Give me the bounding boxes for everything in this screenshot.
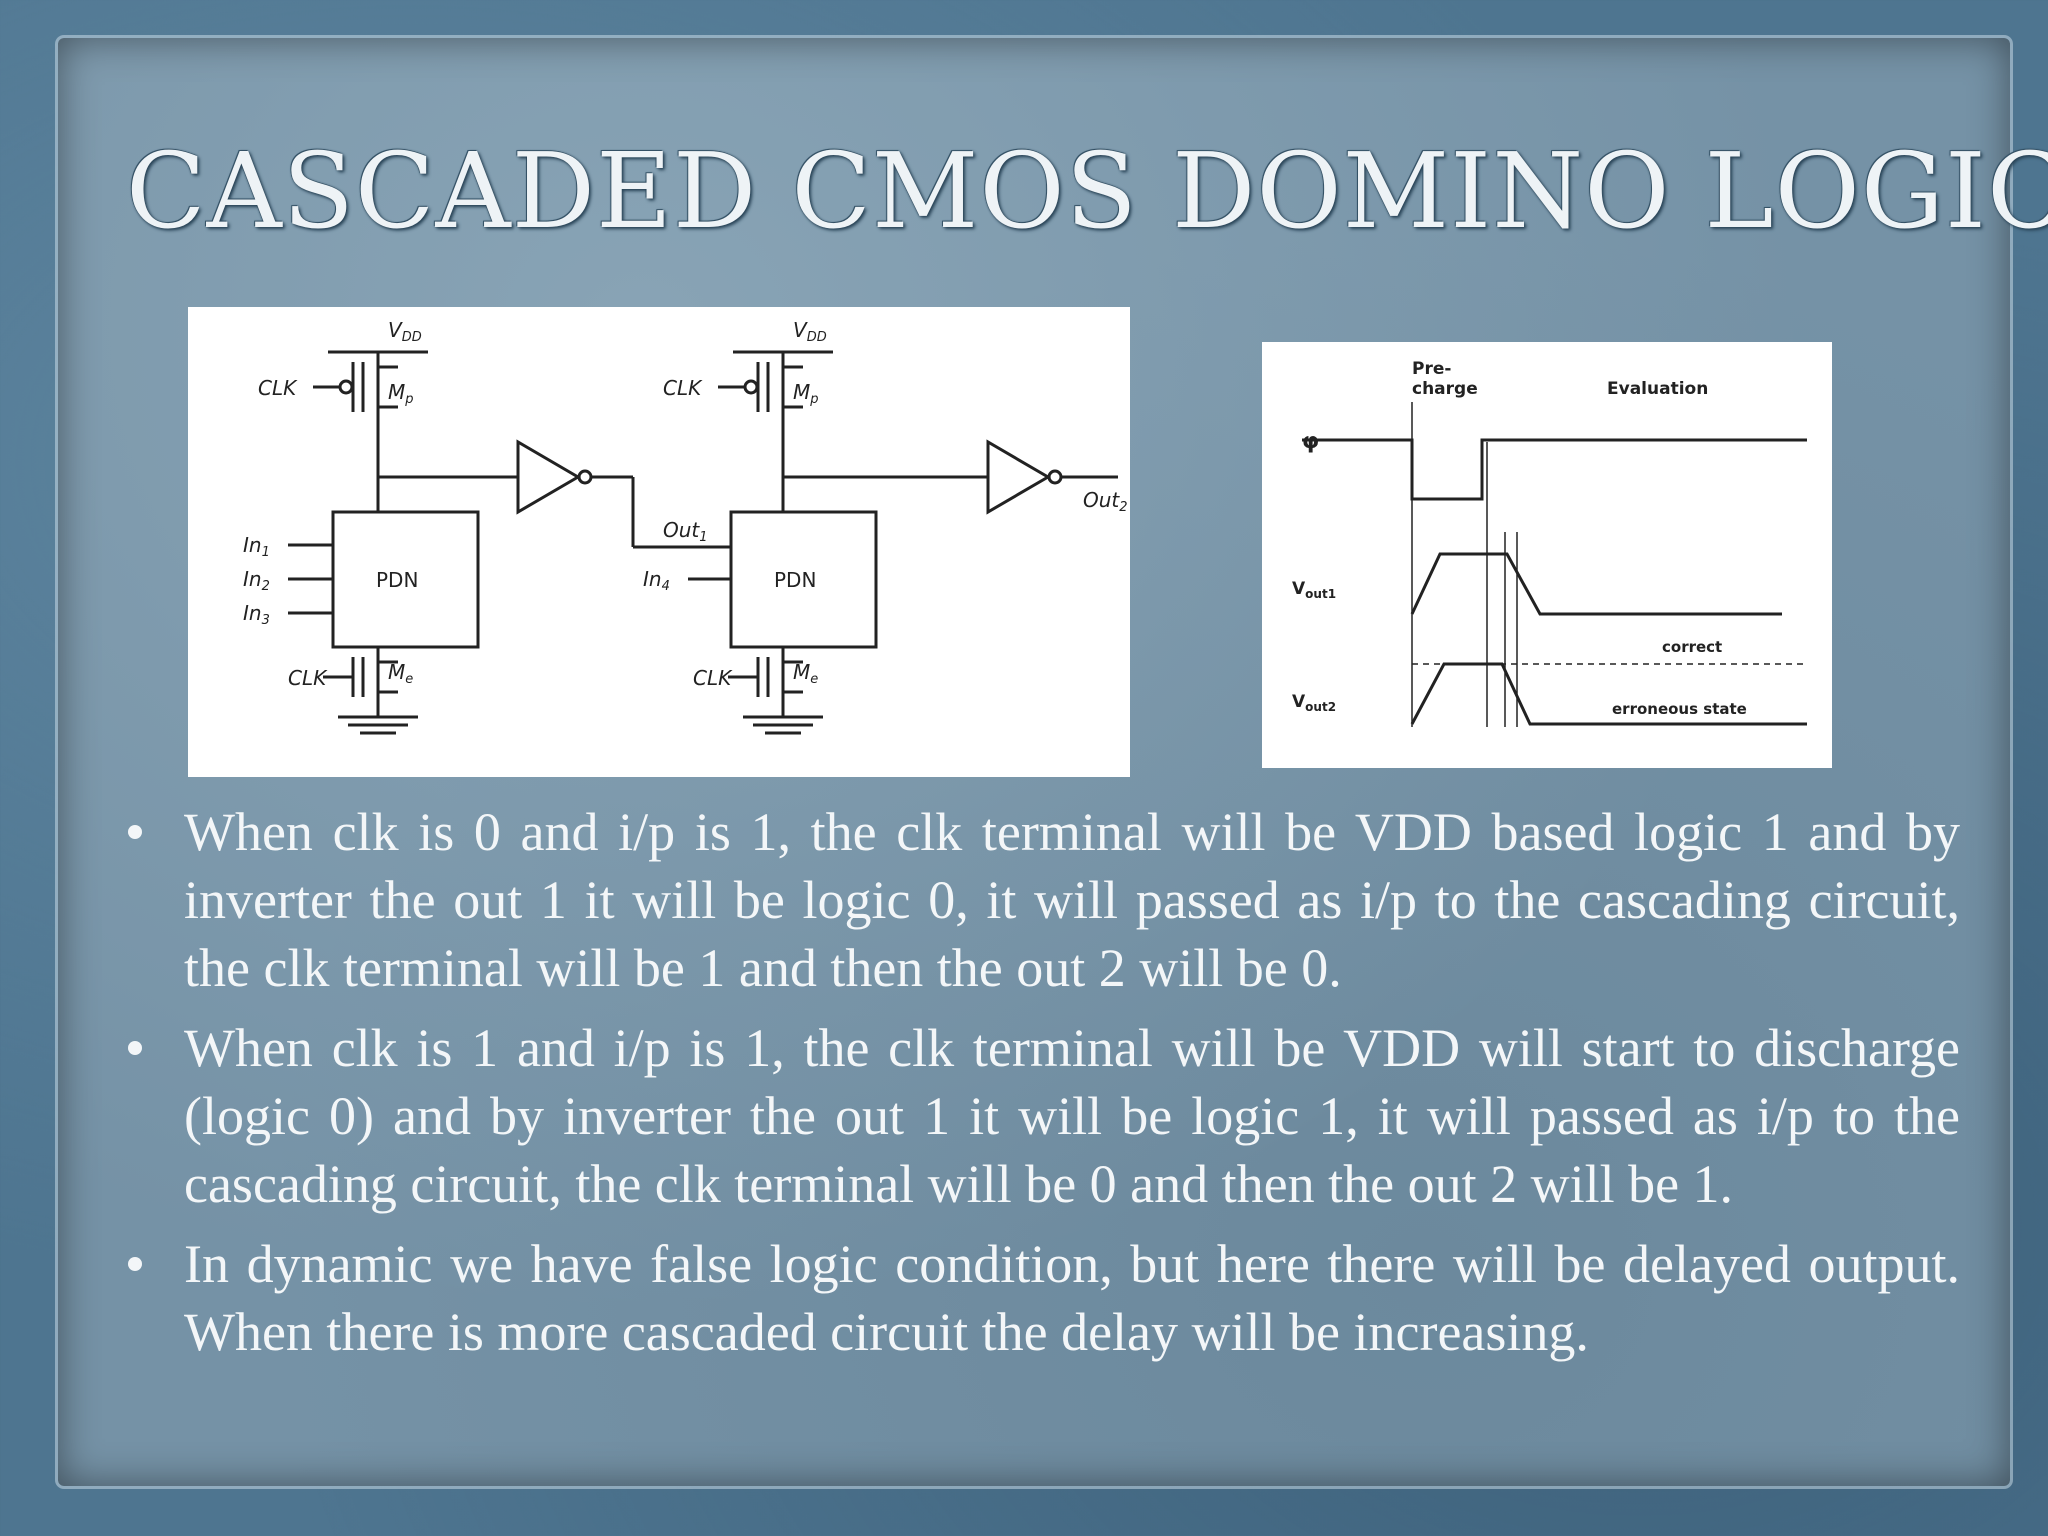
in1-label: In bbox=[243, 533, 262, 557]
in3-sub: 3 bbox=[262, 613, 270, 628]
in3-label: In bbox=[243, 601, 262, 625]
bullet-text: When clk is 0 and i/p is 1, the clk term… bbox=[184, 802, 1960, 998]
bullet-dot bbox=[128, 1257, 142, 1271]
out2-label: Out bbox=[1083, 488, 1120, 512]
mp1-label: M bbox=[388, 380, 405, 404]
pdn1-label: PDN bbox=[376, 568, 418, 592]
svg-text:Out1: Out1 bbox=[663, 518, 708, 545]
in1-sub: 1 bbox=[262, 545, 270, 560]
vdd2-label: V bbox=[793, 318, 808, 342]
mp2-sub: p bbox=[809, 392, 818, 407]
domino-circuit-diagram: VDD VDD CLK CLK Mp Mp CLK CLK Me Me In1 … bbox=[243, 318, 1128, 735]
svg-text:VDD: VDD bbox=[793, 318, 827, 345]
me2-sub: e bbox=[810, 672, 818, 687]
domino-circuit-figure: VDD VDD CLK CLK Mp Mp CLK CLK Me Me In1 … bbox=[188, 307, 1130, 777]
pdn2-label: PDN bbox=[774, 568, 816, 592]
bullet-text: When clk is 1 and i/p is 1, the clk term… bbox=[184, 1018, 1960, 1214]
precharge-label-2: charge bbox=[1412, 379, 1478, 399]
out1-label: Out bbox=[663, 518, 700, 542]
me1-label: M bbox=[388, 660, 405, 684]
svg-text:Vout1: Vout1 bbox=[1292, 579, 1336, 601]
me1-sub: e bbox=[405, 672, 413, 687]
correct-label: correct bbox=[1662, 638, 1722, 656]
me2-label: M bbox=[793, 660, 810, 684]
svg-text:Mp: Mp bbox=[388, 380, 414, 407]
in2-sub: 2 bbox=[262, 579, 270, 594]
svg-text:VDD: VDD bbox=[388, 318, 422, 345]
timing-figure: Pre- charge Evaluation φ Vout1 Vout2 cor… bbox=[1262, 342, 1832, 768]
in4-label: In bbox=[643, 567, 662, 591]
in4-sub: 4 bbox=[662, 579, 670, 594]
evaluation-label: Evaluation bbox=[1607, 379, 1708, 399]
clk-n1-label: CLK bbox=[288, 666, 328, 690]
out2-sub: 2 bbox=[1119, 500, 1127, 515]
bullet-item: When clk is 1 and i/p is 1, the clk term… bbox=[118, 1014, 1960, 1218]
phi-label: φ bbox=[1302, 429, 1319, 454]
out1-sub: 1 bbox=[699, 530, 707, 545]
mp2-label: M bbox=[793, 380, 810, 404]
bullet-list: When clk is 0 and i/p is 1, the clk term… bbox=[118, 798, 1960, 1378]
svg-text:Me: Me bbox=[388, 660, 413, 687]
bullet-item: In dynamic we have false logic condition… bbox=[118, 1230, 1960, 1366]
svg-text:Vout2: Vout2 bbox=[1292, 692, 1336, 714]
erroneous-label: erroneous state bbox=[1612, 700, 1747, 718]
svg-text:In1: In1 bbox=[243, 533, 270, 560]
vdd1-sub: DD bbox=[402, 330, 422, 345]
precharge-label-1: Pre- bbox=[1412, 359, 1451, 379]
in2-label: In bbox=[243, 567, 262, 591]
clk-p2-label: CLK bbox=[663, 376, 703, 400]
bullet-text: In dynamic we have false logic condition… bbox=[184, 1234, 1960, 1362]
vout2-sub: out2 bbox=[1305, 700, 1336, 714]
svg-text:In3: In3 bbox=[243, 601, 270, 628]
svg-text:In4: In4 bbox=[643, 567, 670, 594]
svg-text:Mp: Mp bbox=[793, 380, 819, 407]
vout1-label: V bbox=[1292, 579, 1306, 599]
vout2-label: V bbox=[1292, 692, 1306, 712]
bullet-dot bbox=[128, 1041, 142, 1055]
svg-text:In2: In2 bbox=[243, 567, 270, 594]
mp1-sub: p bbox=[404, 392, 413, 407]
timing-diagram: Pre- charge Evaluation φ Vout1 Vout2 cor… bbox=[1292, 359, 1807, 727]
svg-text:Me: Me bbox=[793, 660, 818, 687]
vdd2-sub: DD bbox=[807, 330, 827, 345]
vdd1-label: V bbox=[388, 318, 403, 342]
svg-text:Out2: Out2 bbox=[1083, 488, 1128, 515]
clk-n2-label: CLK bbox=[693, 666, 733, 690]
bullet-dot bbox=[128, 825, 142, 839]
slide-title: CASCADED CMOS DOMINO LOGIC bbox=[126, 130, 2048, 252]
bullet-item: When clk is 0 and i/p is 1, the clk term… bbox=[118, 798, 1960, 1002]
vout1-sub: out1 bbox=[1305, 587, 1336, 601]
clk-p1-label: CLK bbox=[258, 376, 298, 400]
